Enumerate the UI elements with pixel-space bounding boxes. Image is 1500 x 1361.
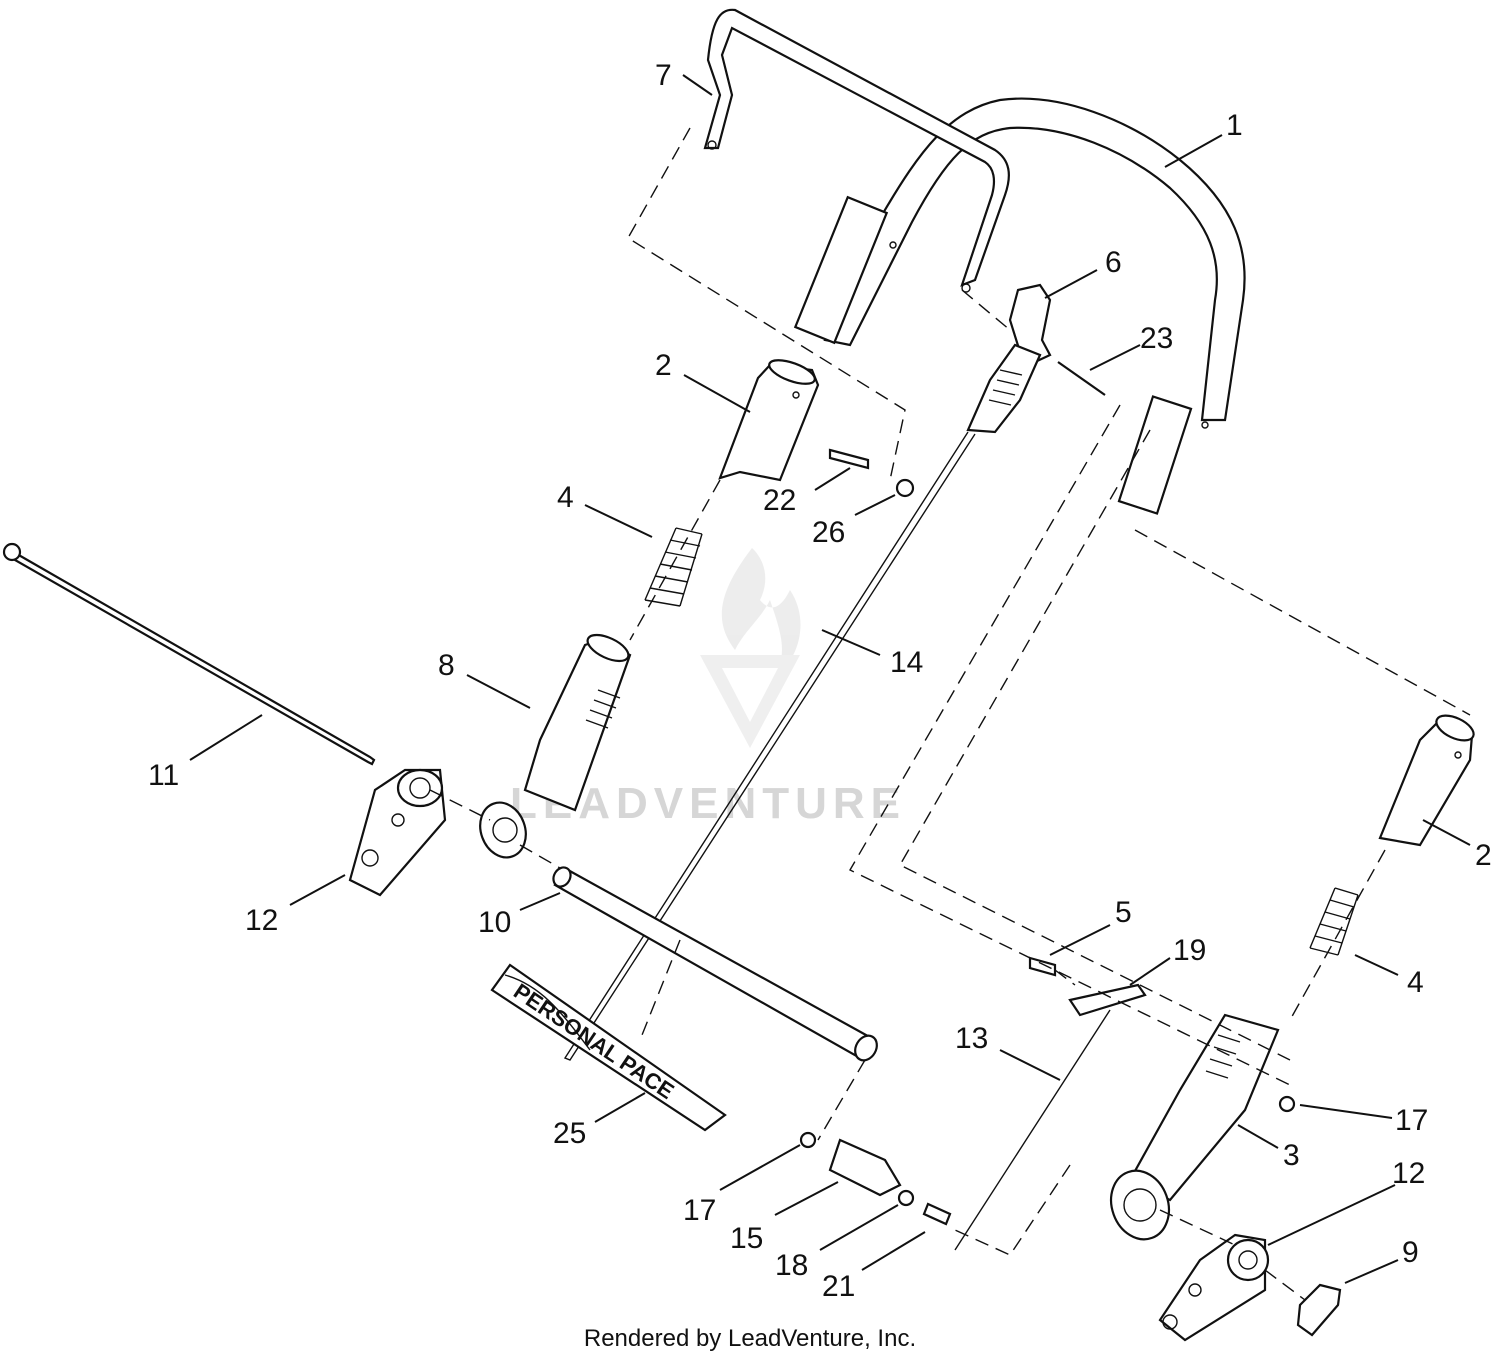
assembly-guides [429,127,1471,1301]
clip-15 [828,1138,902,1197]
bolt-5 [1028,956,1057,977]
callout-1: 1 [1226,109,1243,142]
nut-17-left [799,1131,817,1149]
nut-26 [895,478,915,498]
control-pin [1057,361,1106,396]
callout-4-left: 4 [557,481,574,514]
upper-handle [793,97,1246,515]
callout-5: 5 [1115,896,1132,929]
callout-23: 23 [1140,322,1173,355]
bolt-21 [922,1202,952,1226]
callout-10: 10 [478,906,511,939]
right-handle-tube [1378,714,1475,847]
callout-8: 8 [438,649,455,682]
callout-26: 26 [812,516,845,549]
right-height-bracket [1109,1013,1280,1241]
callout-25: 25 [553,1117,586,1150]
callout-11: 11 [148,759,179,792]
left-knob-bracket [348,768,447,897]
left-handle-tube [718,359,820,482]
callout-7: 7 [655,59,672,92]
callout-17-right: 17 [1395,1104,1428,1137]
rod-11 [6,548,376,766]
bail [703,8,1010,287]
callout-21: 21 [822,1270,855,1303]
leader-lines [189,74,1471,1284]
callout-17-left: 17 [683,1194,716,1227]
callout-labels: 1 7 6 23 2 22 26 4 8 14 11 12 10 2 5 19 … [148,59,1492,1303]
callout-6: 6 [1105,246,1122,279]
callout-15: 15 [730,1222,763,1255]
bolt-22 [828,448,870,470]
cable-14 [563,431,976,1061]
right-knob-bracket [1158,1233,1270,1342]
link-19 [1068,983,1147,1017]
svg-text:PERSONAL PACE: PERSONAL PACE [509,978,678,1104]
callout-4-right: 4 [1407,966,1424,999]
callout-14: 14 [890,646,923,679]
nut-17-right [1278,1095,1296,1113]
callout-2-right: 2 [1475,839,1492,872]
callout-12-right: 12 [1392,1157,1425,1190]
left-spring [644,527,703,607]
callout-19: 19 [1173,934,1206,967]
callout-3: 3 [1283,1139,1300,1172]
watermark-logo [700,548,801,748]
knob-9 [1296,1283,1342,1337]
callout-2-left: 2 [655,349,672,382]
callout-18: 18 [775,1249,808,1282]
cross-tube [552,866,878,1062]
right-spring [1309,887,1359,956]
washer-18 [897,1189,915,1207]
callout-13: 13 [955,1022,988,1055]
callout-9: 9 [1402,1236,1419,1269]
control-lever [966,283,1052,434]
cable-13 [954,1009,1111,1251]
callout-12-left: 12 [245,904,278,937]
callout-22: 22 [763,484,796,517]
footer-credit: Rendered by LeadVenture, Inc. [584,1325,916,1352]
left-height-bracket [479,633,632,859]
